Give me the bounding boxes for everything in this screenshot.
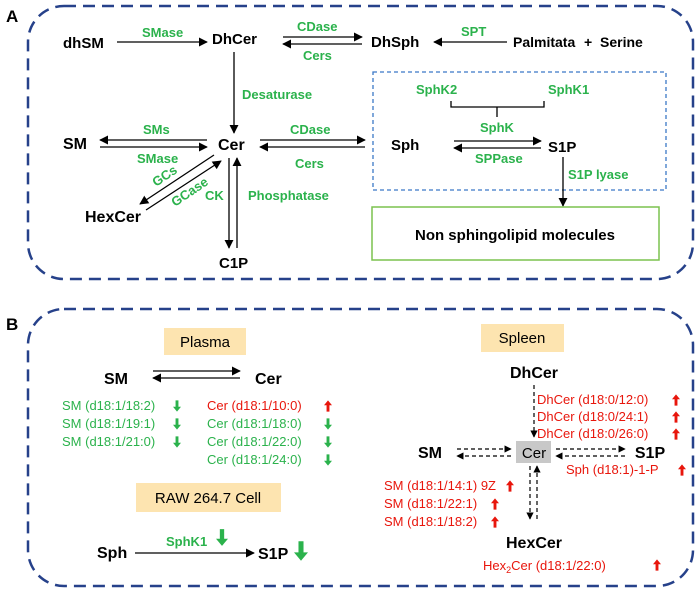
up-arrow-icon	[653, 559, 661, 571]
spleen-sm-change-2: SM (d18:1/22:1)	[384, 496, 477, 511]
sphk-bracket	[450, 101, 545, 117]
node-s1p: S1P	[548, 139, 576, 156]
hexcer-suffix: Cer (d18:1/22:0)	[511, 558, 606, 573]
down-arrow-icon	[173, 436, 181, 448]
hexcer-sub: 2	[506, 565, 511, 575]
down-arrow-icon	[294, 541, 308, 561]
up-arrow-icon	[672, 394, 680, 406]
up-arrow-icon	[491, 498, 499, 510]
up-arrow-icon	[491, 516, 499, 528]
enzyme-cers-mid: Cers	[295, 156, 324, 171]
up-arrow-icon	[324, 400, 332, 412]
panel-b-border	[26, 307, 695, 588]
plasma-sm-change-2: SM (d18:1/19:1)	[62, 416, 155, 431]
node-sph: Sph	[391, 137, 419, 154]
node-dhsm: dhSM	[63, 35, 104, 52]
node-serine: Serine	[600, 34, 643, 50]
spleen-label-bg	[481, 324, 564, 352]
enzyme-s1p-lyase: S1P lyase	[568, 167, 628, 182]
down-arrow-icon	[324, 418, 332, 430]
spleen-s1p: S1P	[635, 445, 666, 462]
spleen-sm: SM	[418, 445, 442, 462]
raw-label-bg	[136, 483, 281, 512]
node-cer: Cer	[218, 137, 245, 154]
sphk-box	[372, 71, 667, 191]
enzyme-cdase-mid: CDase	[290, 122, 330, 137]
enzyme-desaturase: Desaturase	[242, 87, 312, 102]
enzyme-spt: SPT	[461, 24, 486, 39]
plasma-sm-change-3: SM (d18:1/21:0)	[62, 434, 155, 449]
enzyme-gcs: GCs	[149, 162, 180, 189]
raw-label: RAW 264.7 Cell	[155, 490, 261, 507]
node-dhsph: DhSph	[371, 34, 419, 51]
spleen-dhcer-change-3: DhCer (d18:0/26:0)	[537, 426, 648, 441]
plasma-label-bg	[164, 328, 246, 355]
arrow-hexcer-cer	[145, 160, 222, 211]
enzyme-sphk: SphK	[480, 120, 515, 135]
spleen-dhcer-change-1: DhCer (d18:0/12:0)	[537, 392, 648, 407]
plasma-cer: Cer	[255, 371, 282, 388]
enzyme-smase-mid: SMase	[137, 151, 178, 166]
hexcer-prefix: Hex	[483, 558, 507, 573]
node-plus: +	[584, 34, 592, 50]
non-sph-box	[371, 206, 660, 261]
panel-b-letter: B	[6, 315, 18, 334]
node-palmitata: Palmitata	[513, 34, 575, 50]
arrow-cer-hexcer	[139, 154, 215, 205]
enzyme-cdase-top: CDase	[297, 19, 337, 34]
enzyme-sppase: SPPase	[475, 151, 523, 166]
spleen-dhcer-change-2: DhCer (d18:0/24:1)	[537, 409, 648, 424]
plasma-sm-change-1: SM (d18:1/18:2)	[62, 398, 155, 413]
spleen-s1p-change: Sph (d18:1)-1-P	[566, 462, 659, 477]
enzyme-cers-top: Cers	[303, 48, 332, 63]
plasma-cer-change-1: Cer (d18:1/10:0)	[207, 398, 302, 413]
spleen-label: Spleen	[499, 330, 546, 347]
node-non-sph: Non sphingolipid molecules	[415, 227, 615, 244]
enzyme-smase-top: SMase	[142, 25, 183, 40]
spleen-cer: Cer	[522, 445, 546, 462]
spleen-sm-change-1: SM (d18:1/14:1) 9Z	[384, 478, 496, 493]
spleen-dhcer: DhCer	[510, 365, 558, 382]
plasma-sm: SM	[104, 371, 128, 388]
up-arrow-icon	[678, 464, 686, 476]
panel-a-letter: A	[6, 7, 18, 26]
raw-sph: Sph	[97, 545, 127, 562]
enzyme-phosphatase: Phosphatase	[248, 188, 329, 203]
panel-a-border	[26, 4, 695, 281]
down-arrow-icon	[324, 436, 332, 448]
down-arrow-icon	[324, 454, 332, 466]
enzyme-sphk2: SphK2	[416, 82, 457, 97]
raw-enzyme: SphK1	[166, 534, 207, 549]
plasma-cer-change-4: Cer (d18:1/24:0)	[207, 452, 302, 467]
plasma-cer-change-3: Cer (d18:1/22:0)	[207, 434, 302, 449]
down-arrow-icon	[216, 529, 228, 546]
spleen-cer-bg	[516, 441, 551, 463]
raw-s1p: S1P	[258, 546, 289, 563]
up-arrow-icon	[506, 480, 514, 492]
node-dhcer: DhCer	[212, 31, 257, 48]
up-arrow-icon	[672, 428, 680, 440]
node-hexcer: HexCer	[85, 209, 141, 226]
enzyme-sphk1: SphK1	[548, 82, 589, 97]
down-arrow-icon	[173, 400, 181, 412]
down-arrow-icon	[173, 418, 181, 430]
up-arrow-icon	[672, 411, 680, 423]
spleen-sm-change-3: SM (d18:1/18:2)	[384, 514, 477, 529]
plasma-label: Plasma	[180, 334, 231, 351]
enzyme-ck: CK	[205, 188, 224, 203]
spleen-hexcer-change: Hex2Cer (d18:1/22:0)	[483, 558, 606, 575]
node-c1p: C1P	[219, 255, 248, 272]
plasma-cer-change-2: Cer (d18:1/18:0)	[207, 416, 302, 431]
node-sm: SM	[63, 136, 87, 153]
enzyme-sms: SMs	[143, 122, 170, 137]
spleen-hexcer: HexCer	[506, 535, 562, 552]
